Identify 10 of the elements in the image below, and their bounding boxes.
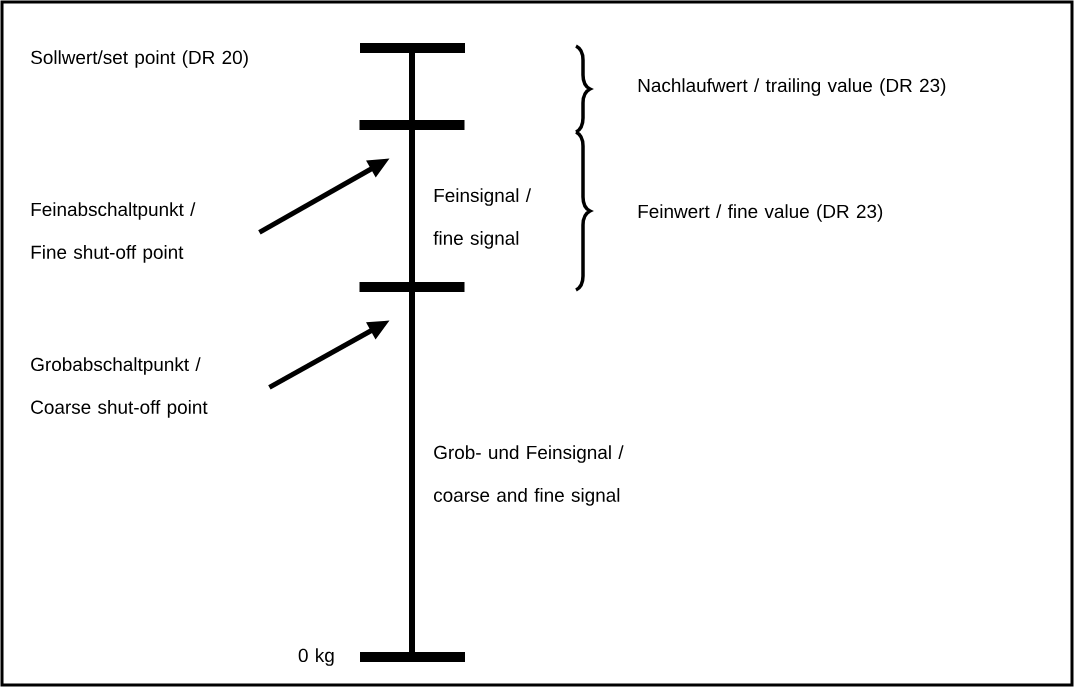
label: Grob- und Feinsignal / coarse and fine signal (434, 445, 624, 506)
tick-bar (359, 282, 465, 292)
label: Nachlaufwert / trailing value (DR 23) (638, 78, 946, 96)
label: 0 kg (298, 648, 334, 666)
tick-bar (359, 120, 465, 130)
label: Sollwert/set point (DR 20) (31, 50, 248, 68)
callout-text: Feinabschaltpunkt / Fine shut-off point (31, 202, 196, 263)
callout-text: Grobabschaltpunkt / Coarse shut-off point (31, 357, 208, 418)
label: Feinsignal / fine signal (433, 188, 531, 249)
label: Feinwert / fine value (DR 23) (638, 204, 883, 222)
